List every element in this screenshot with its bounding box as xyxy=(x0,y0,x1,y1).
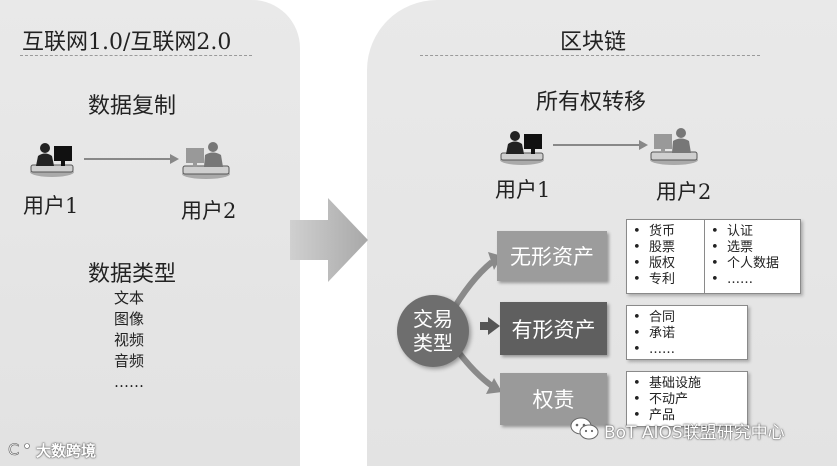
list-item: •认证 xyxy=(711,224,754,239)
data-type-item: 文本 xyxy=(114,289,145,307)
intangible-col2: •认证 •选票 •个人数据 •…… xyxy=(711,224,779,288)
tangible-detail-box: •合同 •承诺 •…… xyxy=(626,305,748,360)
list-item: •…… xyxy=(633,342,675,357)
list-item: •基础设施 xyxy=(633,376,702,391)
rights-detail-box: •基础设施 •不动产 •产品 xyxy=(626,371,748,427)
column-divider xyxy=(704,220,705,293)
tangible-assets-box: 有形资产 xyxy=(500,302,607,355)
center-label-line2: 类型 xyxy=(413,331,453,355)
data-types-list: 文本 图像 视频 音频 …… xyxy=(114,288,144,393)
transaction-type-circle: 交易 类型 xyxy=(397,295,469,367)
watermark-right: BoT AIOS联盟研究中心 xyxy=(604,423,785,443)
intangible-col1: •货币 •股票 •版权 •专利 xyxy=(633,224,675,288)
data-type-item: 视频 xyxy=(114,331,145,349)
user-at-computer-icon xyxy=(650,128,698,165)
data-type-item: …… xyxy=(114,373,144,391)
watermark-left: 大数跨境 xyxy=(36,442,97,460)
right-user2-label: 用户2 xyxy=(656,180,712,204)
list-item: •选票 xyxy=(711,240,754,255)
wechat-icon xyxy=(570,417,599,440)
tangible-list: •合同 •承诺 •…… xyxy=(633,310,675,358)
list-item: •…… xyxy=(711,272,753,287)
list-item: •承诺 xyxy=(633,326,676,341)
list-item: •不动产 xyxy=(633,392,689,407)
data-type-item: 图像 xyxy=(114,310,145,328)
list-item: •股票 xyxy=(633,240,676,255)
arrow-right-icon xyxy=(84,154,179,164)
right-divider xyxy=(420,55,760,56)
intangible-detail-box: •货币 •股票 •版权 •专利 •认证 •选票 •个人数据 •…… xyxy=(626,219,801,294)
right-title: 区块链 xyxy=(560,30,627,55)
big-arrow-icon xyxy=(290,198,368,282)
rights-box: 权责 xyxy=(500,373,607,425)
left-divider xyxy=(20,55,252,56)
intangible-assets-box: 无形资产 xyxy=(497,231,607,281)
user-at-computer-icon xyxy=(182,142,230,179)
left-heading: 数据复制 xyxy=(88,94,177,119)
svg-text:C: C xyxy=(8,440,19,459)
left-user2-label: 用户2 xyxy=(181,199,237,223)
list-item: •产品 xyxy=(633,408,676,423)
left-panel xyxy=(0,0,300,466)
rights-list: •基础设施 •不动产 •产品 xyxy=(633,376,701,424)
arrow-right-icon xyxy=(553,140,648,150)
list-item: •版权 xyxy=(633,256,676,271)
data-type-item: 音频 xyxy=(114,352,145,370)
list-item: •个人数据 xyxy=(711,256,780,271)
user-at-computer-icon xyxy=(500,131,544,165)
list-item: •货币 xyxy=(633,224,676,239)
right-heading: 所有权转移 xyxy=(536,90,647,115)
left-user1-label: 用户1 xyxy=(23,194,79,218)
center-label-line1: 交易 xyxy=(413,307,453,331)
left-title: 互联网1.0/互联网2.0 xyxy=(22,30,232,55)
logo-icon: C xyxy=(8,440,30,459)
list-item: •专利 xyxy=(633,272,676,287)
data-types-heading: 数据类型 xyxy=(88,262,177,287)
right-user1-label: 用户1 xyxy=(495,178,551,202)
user-at-computer-icon xyxy=(30,143,74,177)
list-item: •合同 xyxy=(633,310,676,325)
